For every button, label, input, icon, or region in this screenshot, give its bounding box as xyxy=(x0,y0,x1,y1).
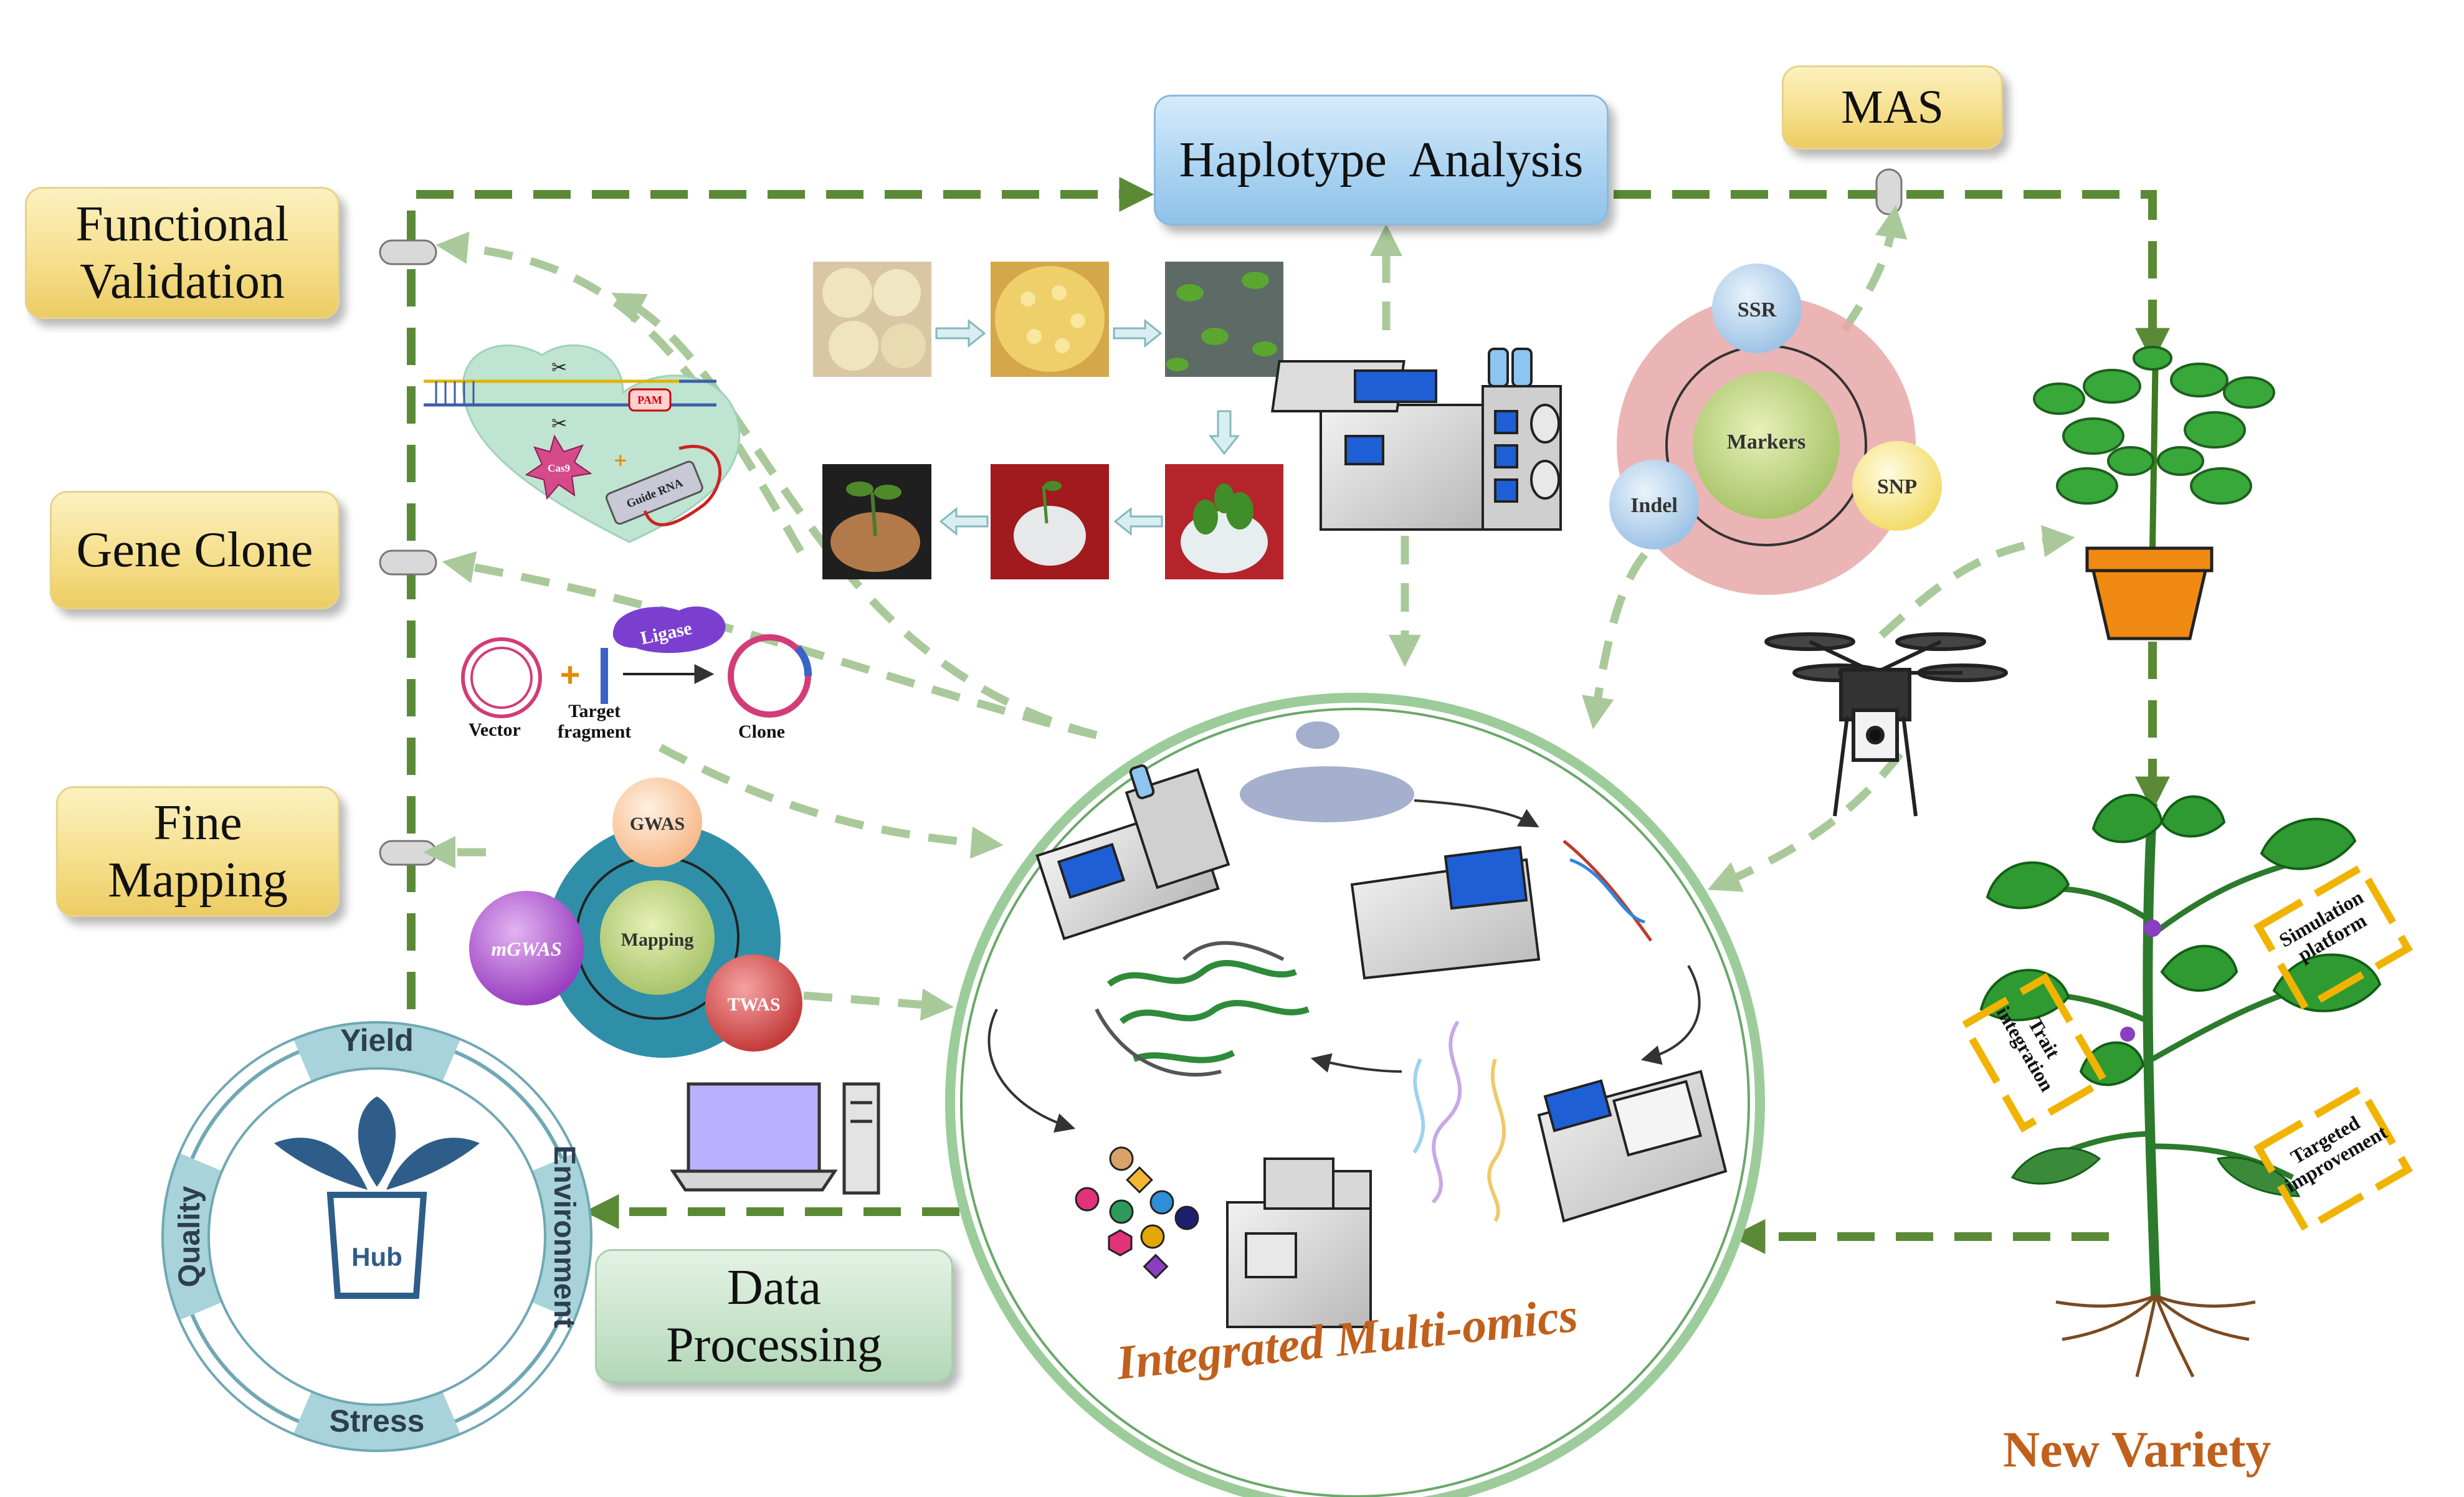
gwas-label: GWAS xyxy=(630,814,685,834)
new-variety-plant xyxy=(1959,794,2413,1378)
mapping-center-label: Mapping xyxy=(621,929,694,950)
integrated-multiomics-circle: Integrated Multi-omics xyxy=(945,693,1765,1497)
haplotype-analysis-box: Haplotype Analysis xyxy=(1154,95,1609,226)
hub-yield-label: Yield xyxy=(340,1023,414,1058)
cloning-schematic: + Ligase xyxy=(461,606,812,718)
hub-quality-label: Quality xyxy=(173,1186,206,1287)
markers-diagram: Markers SSR Indel SNP xyxy=(1609,264,1942,595)
gene-clone-box: Gene Clone xyxy=(50,491,340,609)
photo-seedling-in-soil xyxy=(822,464,931,579)
cas9-label: Cas9 xyxy=(548,462,570,474)
hub-environment-label: Environment xyxy=(548,1145,581,1328)
snp-label: SNP xyxy=(1877,475,1917,498)
photo-rooting xyxy=(1165,464,1283,579)
potted-plant-icon xyxy=(2033,346,2275,640)
svg-text:+: + xyxy=(614,448,627,474)
photo-shoots xyxy=(1165,262,1283,377)
svg-text:✂: ✂ xyxy=(551,358,567,378)
pam-label: PAM xyxy=(637,394,662,406)
photo-callus-1 xyxy=(813,262,931,377)
fine-mapping-box: Fine Mapping xyxy=(56,786,340,917)
clone-label: Clone xyxy=(738,721,785,742)
lab-instrument-icon xyxy=(1270,348,1562,531)
secondary-flow-arrows xyxy=(423,205,2075,1021)
functional-validation-box: Functional Validation xyxy=(25,187,340,319)
photo-callus-2 xyxy=(991,262,1109,377)
data-processing-box: Data Processing xyxy=(595,1249,953,1383)
indel-label: Indel xyxy=(1630,494,1678,517)
new-variety-title: New Variety xyxy=(2003,1421,2271,1478)
target-fragment-label: Target fragment xyxy=(558,701,632,742)
mas-box: MAS xyxy=(1782,65,2003,150)
drone-icon xyxy=(1764,632,2008,817)
tissue-culture-sequence xyxy=(813,262,1283,579)
markers-center-label: Markers xyxy=(1727,430,1806,454)
hub-diagram: Hub Yield Stress Environment Quality xyxy=(161,1021,592,1452)
mapping-diagram: Mapping GWAS mGWAS TWAS xyxy=(469,777,802,1058)
mgwas-label: mGWAS xyxy=(491,938,561,960)
crispr-cas9-illustration: PAM ✂ ✂ Cas9 + Guide RNA xyxy=(424,344,741,543)
computer-icon xyxy=(670,1082,880,1195)
vector-label: Vector xyxy=(469,720,521,740)
hub-center-label: Hub xyxy=(351,1242,402,1271)
hub-stress-label: Stress xyxy=(330,1404,425,1438)
ssr-label: SSR xyxy=(1738,298,1777,321)
twas-label: TWAS xyxy=(727,994,780,1015)
plus-sign: + xyxy=(560,655,581,694)
photo-regeneration xyxy=(991,464,1109,579)
main-flow-arrows xyxy=(407,177,2170,1254)
svg-text:✂: ✂ xyxy=(551,414,567,434)
